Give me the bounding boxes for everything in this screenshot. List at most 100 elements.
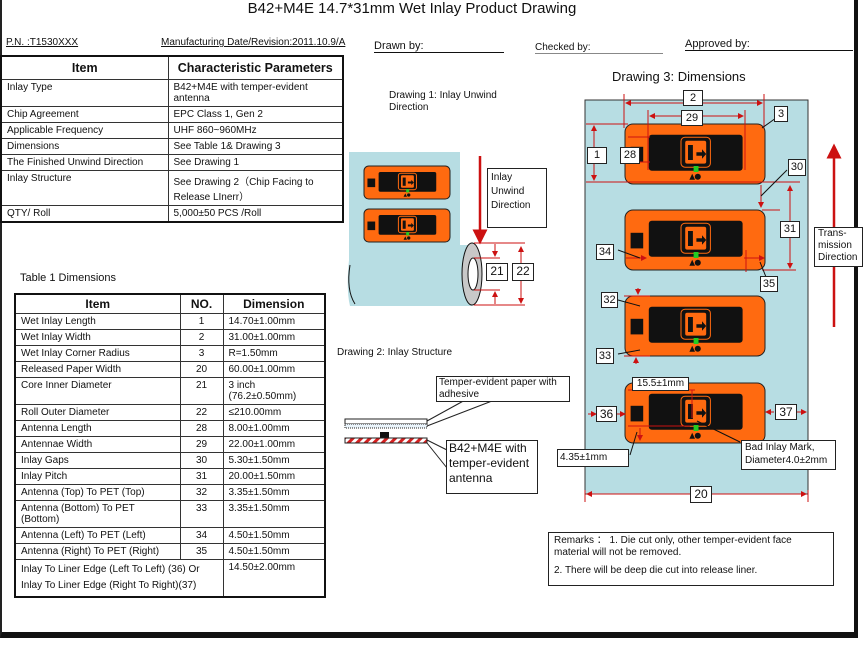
chip-symbol (688, 317, 693, 332)
characteristics-table: Item Characteristic Parameters Inlay Typ… (0, 55, 344, 223)
arrow-symbol (696, 235, 707, 245)
dim-label-32: 32 (601, 292, 618, 308)
dim-label-35: 35 (760, 276, 778, 292)
temper-paper-label: Temper-evident paper with adhesive (436, 376, 570, 402)
inlay (624, 382, 766, 444)
dim-label-22: 22 (512, 263, 534, 281)
mark-triangle (403, 236, 407, 240)
checked-by-label: Checked by: (535, 42, 591, 53)
drawing1-caption: Drawing 1: Inlay Unwind Direction (389, 90, 497, 114)
dimension-cell: 3.35±1.50mm (222, 500, 326, 528)
dim-label-37: 37 (775, 404, 797, 420)
caption-line: Direction (389, 102, 429, 113)
label-line: Direction (491, 200, 531, 211)
label-line: mission (818, 240, 852, 251)
inlay (624, 295, 766, 357)
chip (693, 338, 699, 344)
item-cell: Antenna (Bottom) To PET (Bottom) (14, 500, 181, 528)
chip-symbol (402, 220, 406, 229)
label-line: Unwind (491, 186, 525, 197)
approved-by-line (685, 50, 853, 51)
arrow-symbol (696, 321, 707, 331)
mark-triangle (689, 345, 695, 352)
bad-mark-square (630, 318, 644, 335)
mark-dot (694, 345, 701, 352)
arrow-symbol (407, 179, 414, 186)
table-row: Inlay To Liner Edge (Left To Left) (36) … (14, 559, 326, 598)
mark-offset-y-label: 4.35±1mm (557, 449, 629, 467)
column-header: Dimension (222, 293, 326, 314)
inlay (363, 165, 451, 200)
dim-label-3: 3 (774, 106, 788, 122)
chip (693, 425, 699, 431)
arrow-symbol (696, 408, 707, 418)
bad-mark-square (367, 221, 376, 231)
item-cell: Inlay To Liner Edge (Left To Left) (36) … (14, 559, 224, 598)
dim-label-36: 36 (596, 406, 617, 422)
item-cell: Inlay Structure (0, 170, 169, 206)
page-title: B42+M4E 14.7*31mm Wet Inlay Product Draw… (247, 0, 577, 17)
dim-label-33: 33 (596, 348, 614, 364)
remark-1: Remarks ： 1. Die cut only, other temper-… (554, 535, 792, 558)
mark-triangle (689, 432, 695, 439)
mark-triangle (689, 173, 695, 180)
dimension-cell: 14.50±2.00mm (222, 559, 326, 598)
dim-label-1: 1 (587, 147, 607, 164)
inlay (363, 208, 451, 243)
remarks-box: Remarks ： 1. Die cut only, other temper-… (548, 532, 834, 586)
unwind-direction-label: Inlay Unwind Direction (487, 168, 547, 228)
mark-dot (694, 432, 701, 439)
drawing2-structure (344, 398, 493, 469)
item-line: Inlay To Liner Edge (Right To Right)(37) (21, 580, 197, 591)
manufacturing-date: Manufacturing Date/Revision:2011.10.9/A (161, 37, 346, 48)
number-cell: 33 (179, 500, 224, 528)
number-cell: 35 (179, 543, 224, 560)
drawn-by-label: Drawn by: (374, 40, 424, 52)
inlay (624, 209, 766, 271)
dim-label-31: 31 (780, 221, 800, 238)
bad-mark-square (630, 232, 644, 249)
chip (406, 189, 410, 193)
dimension-cell: 4.50±1.50mm (222, 543, 326, 560)
mark-dot (407, 193, 411, 197)
dim-label-2: 2 (683, 90, 703, 106)
arrow-symbol (696, 149, 707, 159)
item-cell: Inlay Type (0, 79, 169, 107)
part-number: P.N. :T1530XXX (6, 37, 79, 48)
arrow-symbol (407, 222, 414, 229)
chip-symbol (688, 404, 693, 419)
dim-label-21: 21 (486, 263, 508, 281)
drawn-by-line (374, 52, 504, 53)
value-cell: B42+M4E with temper-evident antenna (167, 79, 344, 107)
dim-label-30: 30 (788, 159, 806, 176)
drawing3-caption: Drawing 3: Dimensions (612, 69, 746, 84)
mark-triangle (689, 259, 695, 266)
number-cell: 21 (179, 377, 224, 405)
chip-symbol (688, 231, 693, 246)
item-cell: QTY/ Roll (0, 205, 169, 223)
dim-label-34: 34 (596, 244, 614, 260)
label-line: Inlay (491, 172, 513, 183)
label-line: Trans- (818, 228, 847, 239)
value-cell: 5,000±50 PCS /Roll (167, 205, 344, 223)
dim-label-29: 29 (681, 110, 703, 126)
drawing2-caption: Drawing 2: Inlay Structure (337, 347, 453, 358)
dim-label-20: 20 (690, 486, 712, 503)
chip-symbol (688, 145, 693, 160)
mark-offset-x-label: 15.5±1mm (632, 377, 689, 391)
mark-triangle (403, 193, 407, 197)
chip (406, 232, 410, 236)
antenna-layer-label: B42+M4E with temper-evident antenna (446, 440, 538, 494)
